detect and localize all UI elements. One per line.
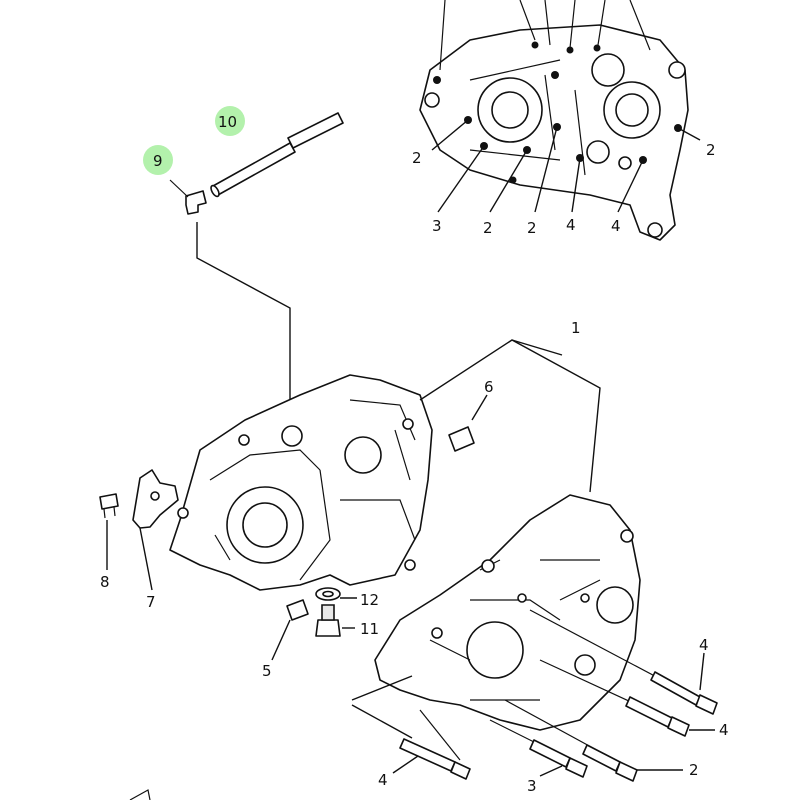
callout-10: 10 (218, 113, 237, 131)
bracket-part-7 (132, 469, 179, 529)
callout-9: 9 (153, 152, 163, 170)
crankcase-inset-view (419, 0, 701, 241)
bolt-part-4-a (529, 609, 718, 715)
callout-2-inset-b1: 2 (483, 219, 493, 237)
callout-6: 6 (484, 378, 494, 396)
callout-3-inset: 3 (432, 217, 442, 235)
callout-3-bolt: 3 (527, 777, 537, 795)
callout-1: 1 (571, 319, 581, 337)
callout-2-inset-left: 2 (412, 149, 422, 167)
washer-part-12 (315, 587, 341, 601)
callout-2-inset-b2: 2 (527, 219, 537, 237)
callout-4-bolt-c: 4 (378, 771, 388, 789)
callout-4-inset-b1: 4 (566, 216, 576, 234)
callout-12: 12 (360, 591, 379, 609)
callout-8: 8 (100, 573, 110, 591)
hose-joint-part-9 (169, 179, 207, 215)
callout-5: 5 (262, 662, 272, 680)
highlight-circle-10 (215, 106, 245, 136)
right-crankcase-half (374, 494, 641, 731)
breather-pipe-part-10 (210, 112, 344, 198)
hose-route-line (196, 222, 291, 435)
dowel-part-5 (286, 599, 309, 621)
callout-7: 7 (146, 593, 156, 611)
bolt-part-3 (489, 719, 588, 778)
callout-11: 11 (360, 620, 379, 638)
left-crankcase-half (169, 374, 433, 591)
callout-2-inset-right: 2 (706, 141, 716, 159)
bolt-part-4-b (539, 659, 690, 737)
drain-bolt-part-11 (315, 604, 341, 637)
bolt-part-4-c (399, 709, 471, 780)
callout-4-inset-b2: 4 (611, 217, 621, 235)
bolt-part-2-a (504, 699, 638, 782)
callout-4-bolt-a: 4 (699, 636, 709, 654)
callout-4-bolt-b: 4 (719, 721, 729, 739)
bolt-part-8 (99, 493, 119, 519)
callout-2-bolt: 2 (689, 761, 699, 779)
dowel-part-6 (448, 426, 475, 452)
highlight-circle-9 (143, 145, 173, 175)
